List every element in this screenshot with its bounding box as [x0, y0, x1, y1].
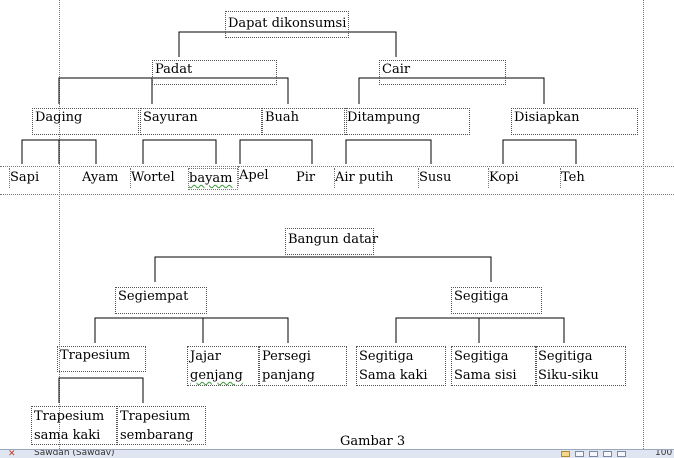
print-layout-view-button[interactable]	[561, 451, 570, 457]
node-segitiga-siku-siku-line2: Siku-siku	[538, 368, 599, 383]
node-jajar-genjang: Jajar genjang	[187, 346, 259, 386]
node-trapesium-sama-kaki-line2: sama kaki	[34, 428, 101, 443]
node-trapesium: Trapesium	[57, 346, 146, 372]
leaf-ayam: Ayam	[82, 170, 119, 185]
outline-view-button[interactable]	[603, 451, 612, 457]
node-dapat-dikonsumsi: Dapat dikonsumsi	[225, 11, 349, 38]
node-segitiga-sama-sisi: Segitiga Sama sisi	[451, 346, 537, 386]
leaf-bayam: bayam	[188, 168, 238, 190]
leaf-wortel: Wortel	[130, 168, 188, 188]
full-screen-view-button[interactable]	[575, 451, 584, 457]
right-margin-guide	[643, 0, 644, 449]
node-trapesium-sama-kaki: Trapesium sama kaki	[31, 406, 117, 445]
leaf-susu: Susu	[418, 168, 488, 188]
node-ditampung: Ditampung	[344, 108, 470, 135]
leaf-teh: Teh	[560, 168, 614, 188]
node-padat: Padat	[152, 60, 277, 85]
node-segitiga-sama-sisi-line2: Sama sisi	[454, 368, 517, 383]
node-sayuran: Sayuran	[140, 108, 262, 135]
draft-view-button[interactable]	[617, 451, 626, 457]
node-segitiga-sama-sisi-line1: Segitiga	[454, 349, 509, 364]
node-trapesium-sembarang-line1: Trapesium	[120, 409, 191, 424]
node-segitiga-sama-kaki-line2: Sama kaki	[359, 368, 428, 383]
node-jajar-genjang-line1: Jajar	[190, 349, 221, 364]
node-persegi-panjang: Persegi panjang	[259, 346, 347, 386]
web-layout-view-button[interactable]	[589, 451, 598, 457]
node-cair: Cair	[379, 60, 506, 85]
leaf-kopi: Kopi	[488, 168, 560, 188]
status-bar: ✕ Sawdah (Sawdav) 100	[0, 449, 674, 458]
close-icon[interactable]: ✕	[8, 449, 16, 458]
node-segitiga-siku-siku: Segitiga Siku-siku	[535, 346, 626, 386]
leaf-sapi: Sapi	[9, 168, 80, 188]
node-disiapkan: Disiapkan	[511, 108, 638, 135]
node-jajar-genjang-line2: genjang	[190, 368, 243, 383]
zoom-level[interactable]: 100	[655, 449, 673, 458]
node-daging: Daging	[32, 108, 139, 135]
node-bangun-datar: Bangun datar	[285, 228, 378, 255]
node-buah: Buah	[262, 108, 347, 135]
node-trapesium-sama-kaki-line1: Trapesium	[34, 409, 105, 424]
leaf-air-putih: Air putih	[334, 168, 418, 188]
node-persegi-panjang-line2: panjang	[262, 368, 315, 383]
leaf-row	[0, 166, 674, 195]
node-segitiga: Segitiga	[451, 287, 542, 314]
node-trapesium-sembarang-line2: sembarang	[120, 428, 194, 443]
left-margin-guide	[59, 0, 60, 449]
node-segitiga-sama-kaki: Segitiga Sama kaki	[356, 346, 446, 386]
leaf-pir: Pir	[296, 170, 316, 185]
node-segitiga-siku-siku-line1: Segitiga	[538, 349, 593, 364]
node-persegi-panjang-line1: Persegi	[262, 349, 311, 364]
node-trapesium-sembarang: Trapesium sembarang	[117, 406, 206, 445]
leaf-apel: Apel	[238, 166, 296, 186]
node-segitiga-sama-kaki-line1: Segitiga	[359, 349, 414, 364]
node-segiempat: Segiempat	[115, 287, 207, 314]
figure-caption: Gambar 3	[340, 434, 406, 449]
status-bar-label[interactable]: Sawdah (Sawdav)	[34, 449, 115, 458]
